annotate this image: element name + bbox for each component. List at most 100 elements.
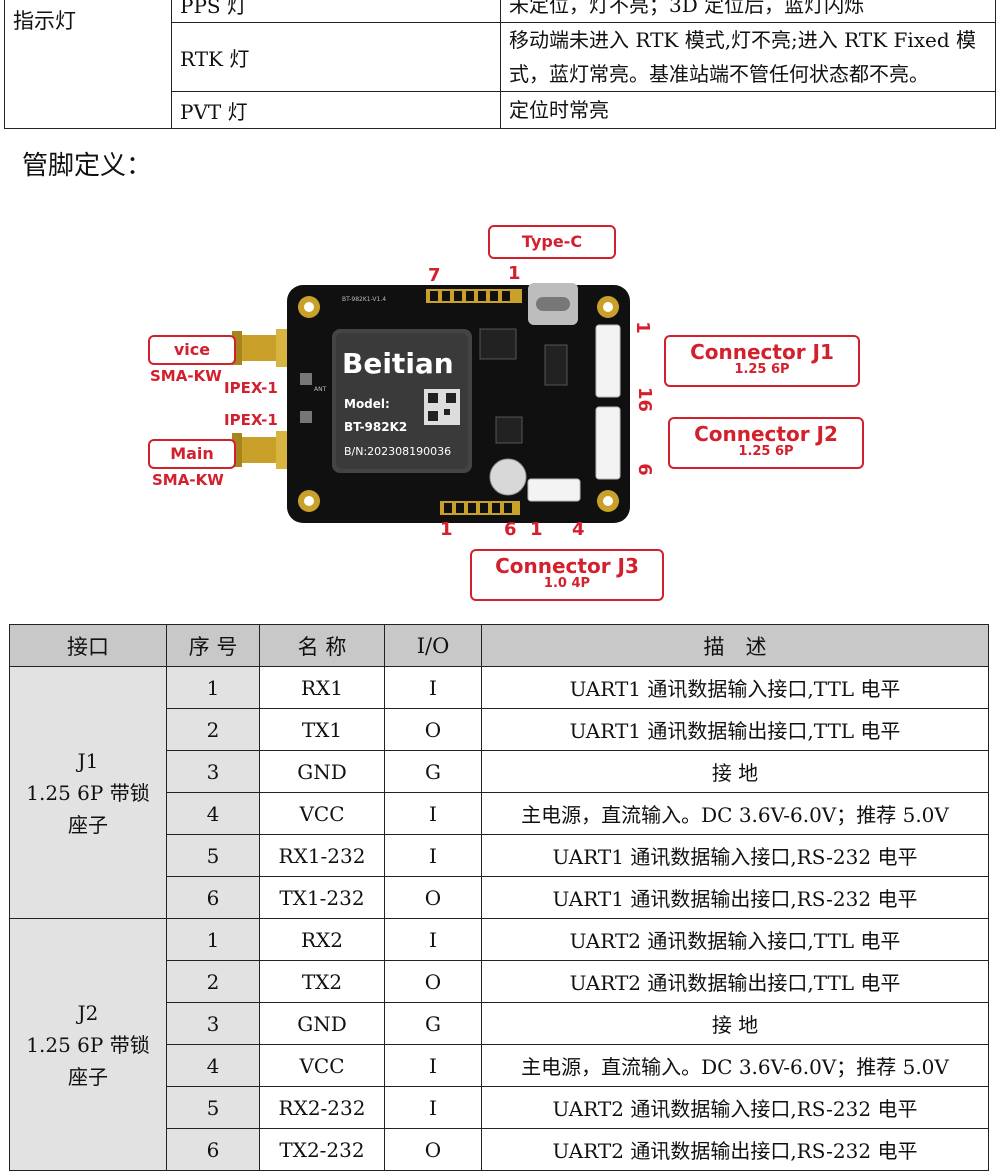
pin-description-cell: UART2 通讯数据输入接口,RS-232 电平 <box>481 1086 989 1129</box>
brand-label: Beitian <box>342 347 454 380</box>
serial-label: B/N:202308190036 <box>344 445 451 458</box>
pin-name-cell: TX1-232 <box>259 876 385 919</box>
interface-label: J1 1.25 6P 带锁座子 <box>9 666 167 919</box>
connector-j2-socket <box>595 406 621 480</box>
pin-name-cell: TX2-232 <box>259 1128 385 1171</box>
model-label: Model: <box>344 397 390 411</box>
pin-description-cell: UART2 通讯数据输出接口,RS-232 电平 <box>481 1128 989 1171</box>
pin-number-cell: 4 <box>166 792 260 835</box>
pin-number: 6 <box>633 463 655 476</box>
interface-label-line: 座子 <box>68 1064 108 1089</box>
header-number: 序 号 <box>166 624 260 667</box>
header-interface: 接口 <box>9 624 167 667</box>
connector-j3-title: Connector J3 <box>495 554 639 578</box>
pin-number: 1 <box>440 519 453 540</box>
sma-main-label: SMA-KW <box>152 471 224 489</box>
pin-description-cell: 主电源，直流输入。DC 3.6V-6.0V；推荐 5.0V <box>481 792 989 835</box>
indicator-table: 指示灯 PPS 灯 未定位，灯不亮；3D 定位后，蓝灯闪烁 RTK 灯 移动端未… <box>4 0 996 129</box>
indicator-name: PVT 灯 <box>171 91 501 129</box>
pin-number-cell: 5 <box>166 1086 260 1129</box>
pin-number-cell: 3 <box>166 750 260 793</box>
connector-j3-callout: Connector J3 1.0 4P <box>470 549 664 601</box>
header-description: 描 述 <box>481 624 989 667</box>
pin-io-cell: O <box>384 876 482 919</box>
interface-label-line: 座子 <box>68 812 108 837</box>
board-figure: BT-982K1-V1.4 ANT Beitian Model: BT-982K… <box>0 205 1000 615</box>
indicator-desc: 未定位，灯不亮；3D 定位后，蓝灯闪烁 <box>500 0 996 23</box>
pin-name-cell: TX2 <box>259 960 385 1003</box>
pin-description-cell: UART1 通讯数据输入接口,TTL 电平 <box>481 666 989 709</box>
typec-callout: Type-C <box>488 225 616 259</box>
header-pins-top <box>426 289 522 303</box>
pin-io-cell: I <box>384 792 482 835</box>
pin-description-cell: UART2 通讯数据输出接口,TTL 电平 <box>481 960 989 1003</box>
pin-number-cell: 4 <box>166 1044 260 1087</box>
connector-j2-callout: Connector J2 1.25 6P <box>668 417 864 469</box>
connector-j1-spec: 1.25 6P <box>734 362 790 377</box>
pin-name-cell: VCC <box>259 792 385 835</box>
pin-name-cell: RX1 <box>259 666 385 709</box>
pin-io-cell: I <box>384 1086 482 1129</box>
interface-label-line: 1.25 6P 带锁 <box>26 780 150 805</box>
pin-description-cell: 接 地 <box>481 750 989 793</box>
sma-vice-label: SMA-KW <box>150 367 222 385</box>
connector-j1-callout: Connector J1 1.25 6P <box>664 335 860 387</box>
indicator-name: RTK 灯 <box>171 22 501 92</box>
ipex-vice-label: IPEX-1 <box>224 379 278 397</box>
pin-number: 1 <box>631 321 653 334</box>
section-title: 管脚定义： <box>22 151 153 181</box>
pin-name-cell: GND <box>259 750 385 793</box>
pin-io-cell: G <box>384 1002 482 1045</box>
interface-label-line: J1 <box>77 748 99 773</box>
pin-number-cell: 1 <box>166 666 260 709</box>
pin-name-cell: GND <box>259 1002 385 1045</box>
pin-number: 16 <box>634 386 656 413</box>
pin-name-cell: TX1 <box>259 708 385 751</box>
pin-number: 1 <box>530 519 543 540</box>
pin-number: 7 <box>428 265 441 286</box>
pin-io-cell: O <box>384 1128 482 1171</box>
pin-io-cell: I <box>384 1044 482 1087</box>
pin-io-cell: O <box>384 960 482 1003</box>
indicator-desc: 定位时常亮 <box>500 91 996 129</box>
indicator-desc: 移动端未进入 RTK 模式,灯不亮;进入 RTK Fixed 模式，蓝灯常亮。基… <box>500 22 996 92</box>
pcb-silk-label: BT-982K1-V1.4 <box>342 296 386 303</box>
interface-label-line: J2 <box>77 1000 99 1025</box>
pin-description-cell: UART1 通讯数据输出接口,RS-232 电平 <box>481 876 989 919</box>
connector-j3-socket <box>527 478 581 502</box>
header-io: I/O <box>384 624 482 667</box>
pin-number: 1 <box>508 263 521 284</box>
main-callout: Main <box>148 439 236 469</box>
pin-description-cell: 主电源，直流输入。DC 3.6V-6.0V；推荐 5.0V <box>481 1044 989 1087</box>
pin-io-cell: O <box>384 708 482 751</box>
pin-description-cell: UART1 通讯数据输出接口,TTL 电平 <box>481 708 989 751</box>
pin-number-cell: 6 <box>166 1128 260 1171</box>
connector-j2-title: Connector J2 <box>694 422 838 446</box>
board-image: BT-982K1-V1.4 ANT Beitian Model: BT-982K… <box>232 283 630 523</box>
connector-j1-title: Connector J1 <box>690 340 834 364</box>
indicator-group-label: 指示灯 <box>4 0 172 129</box>
header-pins-bottom <box>440 501 520 515</box>
pin-io-cell: I <box>384 918 482 961</box>
pin-name-cell: RX2 <box>259 918 385 961</box>
pin-io-cell: I <box>384 666 482 709</box>
pin-name-cell: RX1-232 <box>259 834 385 877</box>
pin-number: 6 <box>504 519 517 540</box>
pin-description-cell: UART2 通讯数据输入接口,TTL 电平 <box>481 918 989 961</box>
pin-description-cell: 接 地 <box>481 1002 989 1045</box>
pin-io-cell: G <box>384 750 482 793</box>
pin-number-cell: 1 <box>166 918 260 961</box>
